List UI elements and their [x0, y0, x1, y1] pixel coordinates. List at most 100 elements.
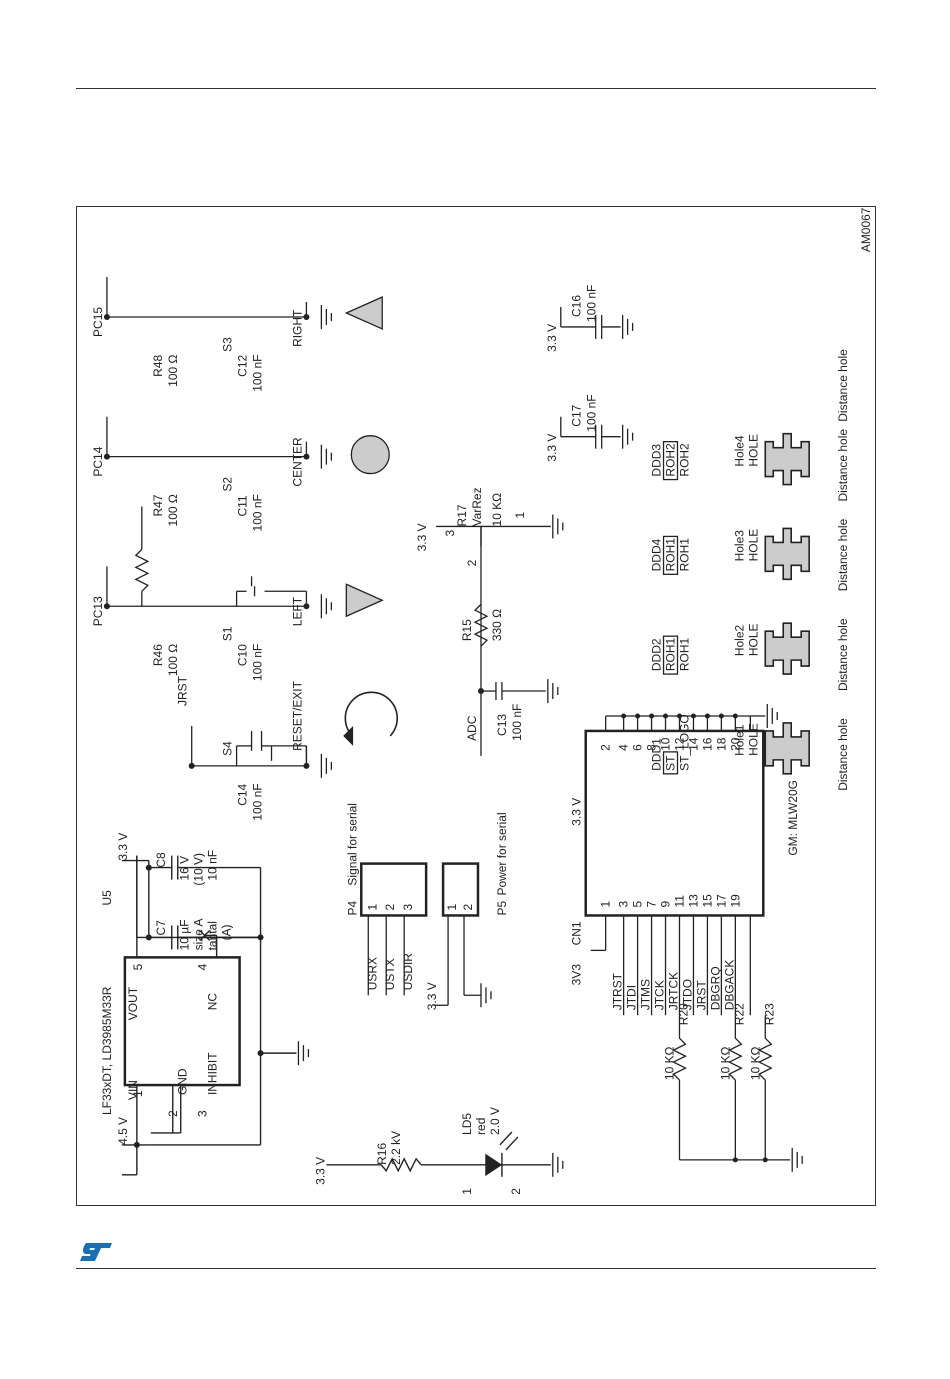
r46-value: 100 Ω	[166, 644, 180, 676]
u5-label: U5	[100, 890, 114, 906]
cn1-pin-20: 20	[728, 737, 742, 751]
c17-v33-label: 3.3 V	[545, 434, 559, 462]
reset-exit-label: RESET/EXIT	[290, 680, 304, 751]
r20-label: R20	[676, 1003, 690, 1025]
distance-hole-2: Distance hole	[836, 618, 850, 691]
p4-connector	[360, 862, 428, 917]
cn1-pin-13: 13	[686, 894, 700, 908]
c11-value: 100 nF	[251, 494, 265, 531]
nc-label: NC	[206, 993, 220, 1011]
c7-value-1: 10 µF	[178, 920, 192, 951]
cn1-label: CN1	[570, 921, 584, 945]
right-label: RIGHT	[290, 309, 304, 347]
decoupling-caps	[560, 307, 621, 449]
p5-pin2: 2	[461, 903, 475, 910]
ddd4-box-label: ROH1	[664, 538, 678, 572]
c13-value: 100 nF	[510, 704, 524, 741]
cn1-pin-7: 7	[645, 900, 659, 907]
cn1-pin-8: 8	[645, 744, 659, 751]
r17-type: VarRez	[470, 487, 484, 526]
cn1-pin-14: 14	[686, 737, 700, 751]
hole3-label: Hole3	[732, 530, 746, 562]
pin5-label: 5	[131, 963, 145, 970]
r15-label: R15	[460, 619, 474, 641]
voltage-regulator-u5	[121, 855, 297, 1176]
regulator-title: LF33xDT, LD3985M33R	[100, 986, 114, 1115]
distance-hole-1: Distance hole	[836, 718, 850, 791]
regulator-v33-label: 3.3 V	[116, 833, 130, 861]
cn1-pin-16: 16	[700, 737, 714, 751]
p5-pin1: 1	[445, 903, 459, 910]
hole4-sub: HOLE	[746, 434, 760, 467]
cn1-pin-6: 6	[631, 744, 645, 751]
c8-value-1: 16 V	[178, 856, 192, 881]
ddd2-box-label: ROH1	[664, 637, 678, 671]
cn1-pin-17: 17	[714, 894, 728, 908]
r17-pin2: 2	[465, 559, 479, 566]
r23-label: R23	[762, 1003, 776, 1025]
figure-id: AM00675	[859, 207, 873, 252]
pin1-label: 1	[131, 1090, 145, 1097]
adc-label: ADC	[465, 715, 479, 741]
cn1-pin-19: 19	[728, 894, 742, 908]
jtag-signal-jtdi: JTDI	[625, 985, 639, 1010]
usdir-label: USDIR	[401, 953, 415, 991]
c12-value: 100 nF	[251, 355, 265, 392]
distance-hole-3: Distance hole	[836, 518, 850, 591]
ustx-label: USTX	[383, 958, 397, 990]
hole1-sub: HOLE	[746, 723, 760, 756]
schematic-svg: AM00675	[91, 207, 873, 1195]
c17-value: 100 nF	[585, 394, 599, 431]
jtag-signal-jtrst: JTRST	[611, 972, 625, 1010]
c13-label: C13	[495, 714, 509, 736]
ddd4-label: DDD4	[650, 538, 664, 571]
led-pin1: 1	[460, 1188, 474, 1195]
cn1-pin-11: 11	[672, 895, 686, 908]
regulator-caps	[121, 855, 262, 950]
cn1-pin-3: 3	[617, 900, 631, 907]
jtag-signal-dbgrq: DBGRQ	[708, 966, 722, 1010]
cn1-pin-15: 15	[700, 894, 714, 908]
s2-label: S2	[221, 477, 235, 492]
r47-label: R47	[151, 494, 165, 516]
c7-label: C7	[154, 920, 168, 936]
header-rule	[76, 88, 876, 89]
ld5-color: red	[474, 1118, 488, 1135]
cn1-pin-9: 9	[659, 900, 673, 907]
c7-value-2: size A	[192, 918, 206, 950]
hole3-sub: HOLE	[746, 529, 760, 562]
p4-label: P4	[345, 900, 359, 915]
jtag-lines	[590, 715, 791, 1161]
c14-value: 100 nF	[251, 783, 265, 820]
c16-value: 100 nF	[585, 285, 599, 322]
r17-pin1: 1	[513, 511, 527, 518]
reset-arrow-icon	[343, 691, 398, 746]
center-label: CENTER	[290, 437, 304, 487]
p4-pin2: 2	[383, 903, 397, 910]
r23-value: 10 KΩ	[748, 1046, 762, 1080]
cn1-pin-4: 4	[617, 744, 631, 751]
cn1-pin-10: 10	[659, 737, 673, 751]
vin-label: VIN	[126, 1080, 140, 1100]
pin4-label: 4	[196, 963, 210, 970]
cn1-pin-12: 12	[672, 737, 686, 751]
ddd2-roh-label: ROH1	[677, 637, 691, 671]
cn1-pin-18: 18	[714, 737, 728, 751]
hole-symbols	[764, 432, 810, 775]
ddd3-label: DDD3	[650, 444, 664, 477]
r16-value: 2.2 kV	[389, 1131, 403, 1165]
c8-value-2: (10 V)	[192, 853, 206, 886]
pc15-label: PC15	[91, 307, 105, 337]
r15-value: 330 Ω	[490, 609, 504, 641]
c17-label: C17	[570, 404, 584, 426]
p4-pin3: 3	[401, 903, 415, 910]
s4-label: S4	[221, 741, 235, 756]
jtag-signal-jtdo: JTDO	[680, 979, 694, 1010]
r20-value: 10 KΩ	[663, 1046, 677, 1080]
st-logo-label: ST_LOGO	[677, 714, 691, 771]
p5-label: P5	[495, 900, 509, 915]
s1-label: S1	[221, 626, 235, 641]
center-button-circuit	[106, 416, 308, 458]
p4-description: Signal for serial	[345, 803, 359, 886]
